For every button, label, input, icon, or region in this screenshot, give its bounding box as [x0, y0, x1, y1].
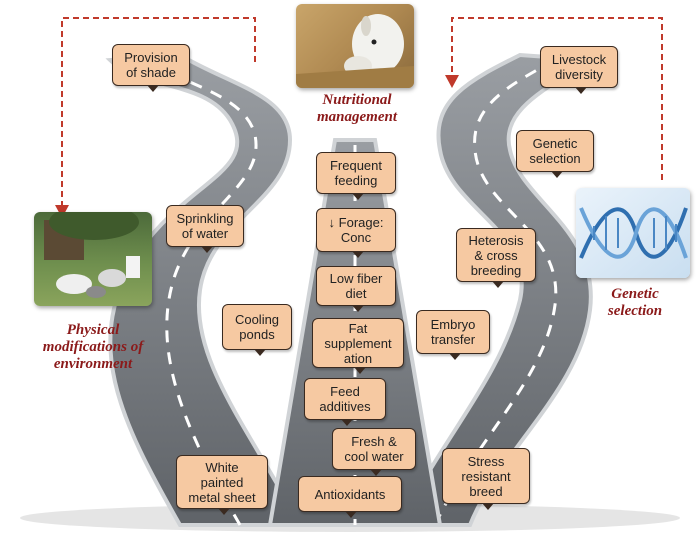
sign-fat-supplementation: Fat supplement ation: [312, 318, 404, 374]
sign-genetic-selection: Genetic selection: [516, 130, 594, 178]
right-dashed-arrow: [451, 17, 663, 180]
sign-label: Frequent feeding: [329, 158, 383, 188]
sign-white-painted-metal-sheet: White painted metal sheet: [176, 455, 268, 515]
category-genetic-selection: Genetic selection: [607, 286, 663, 319]
sign-provision-of-shade: Provision of shade: [112, 44, 190, 92]
sign-label: Sprinkling of water: [176, 211, 234, 241]
left-dashed-arrow: [61, 17, 256, 208]
sign-embryo-transfer: Embryo transfer: [416, 310, 490, 360]
dna-helix-image: [576, 188, 690, 278]
category-physical-modifications: Physical modifications of environment: [42, 322, 144, 372]
sign-label: Heterosis & cross breeding: [468, 232, 524, 278]
sign-label: Cooling ponds: [234, 312, 280, 342]
sign-livestock-diversity: Livestock diversity: [540, 46, 618, 94]
sign-label: Livestock diversity: [551, 52, 607, 82]
sign-low-fiber-diet: Low fiber diet: [316, 266, 396, 312]
sign-heterosis-cross-breeding: Heterosis & cross breeding: [456, 228, 536, 288]
sign-fresh-cool-water: Fresh & cool water: [332, 428, 416, 476]
goat-feeding-photo: [296, 4, 414, 88]
sign-label: Fat supplement ation: [324, 320, 392, 366]
sign-label: ↓ Forage: Conc: [328, 215, 384, 245]
sign-label: Feed additives: [319, 384, 371, 414]
goats-in-shade-photo: [34, 212, 152, 306]
sign-label: Fresh & cool water: [344, 434, 404, 464]
sign-cooling-ponds: Cooling ponds: [222, 304, 292, 356]
sign-feed-additives: Feed additives: [304, 378, 386, 426]
sign-label: White painted metal sheet: [188, 459, 256, 505]
sign-label: Antioxidants: [314, 486, 386, 502]
sign-label: Genetic selection: [529, 136, 581, 166]
sign-label: Embryo transfer: [430, 317, 476, 347]
sign-sprinkling-of-water: Sprinkling of water: [166, 205, 244, 253]
sign-label: Low fiber diet: [329, 271, 383, 301]
sign-antioxidants: Antioxidants: [298, 476, 402, 518]
sign-label: Stress resistant breed: [461, 453, 511, 499]
category-nutritional-management: Nutritional management: [316, 92, 397, 125]
sign-stress-resistant-breed: Stress resistant breed: [442, 448, 530, 510]
sign-label: Provision of shade: [124, 50, 178, 80]
sign-forage-conc: ↓ Forage: Conc: [316, 208, 396, 258]
right-arrowhead-icon: [445, 75, 459, 88]
sign-frequent-feeding: Frequent feeding: [316, 152, 396, 200]
